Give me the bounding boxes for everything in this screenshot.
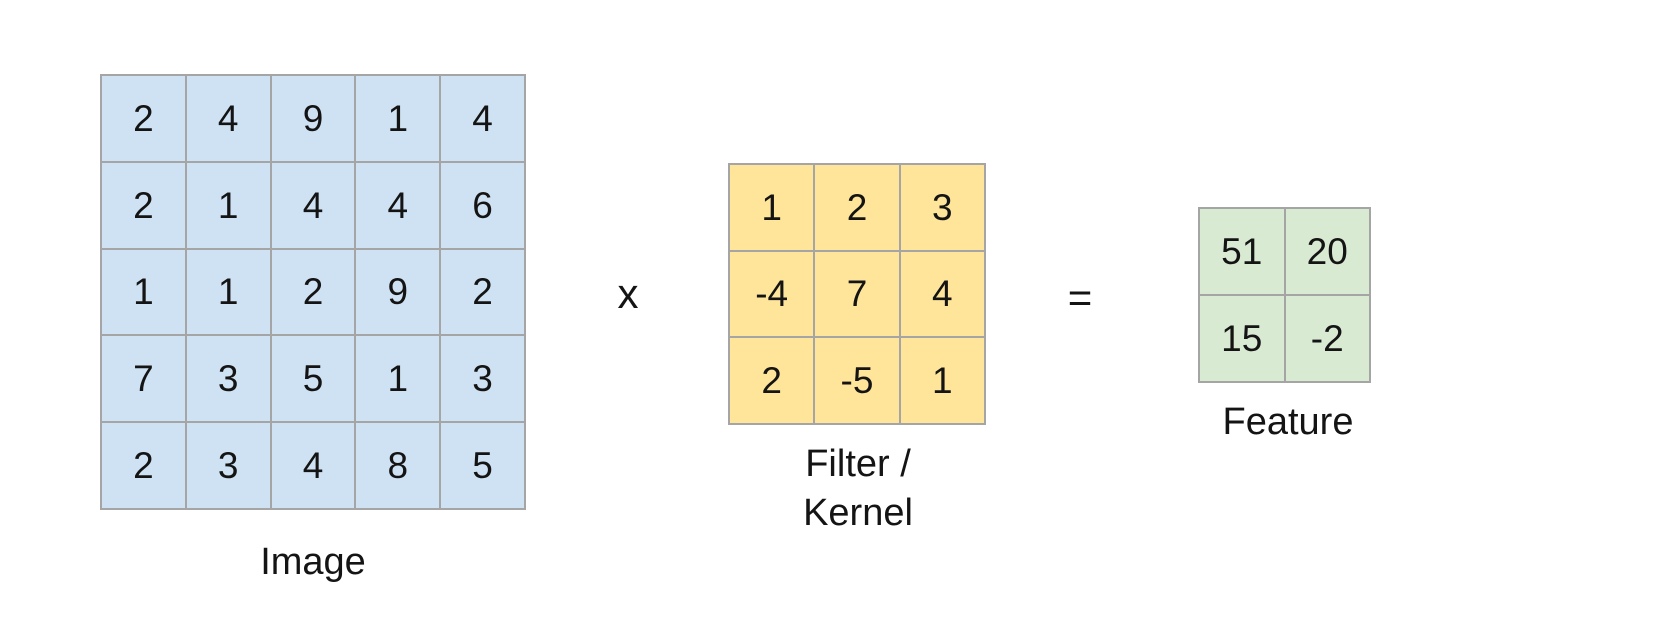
image-matrix-cell: 5 [441,423,524,508]
image-matrix-cell: 7 [102,336,185,422]
image-matrix-cell: 1 [186,249,270,335]
image-matrix-cell: 3 [186,423,270,508]
image-matrix-cell: 2 [102,162,185,248]
image-matrix-cell: 1 [356,76,440,161]
image-matrix-cell: 4 [441,76,524,161]
filter-kernel-matrix-cell: 3 [900,165,984,250]
image-matrix-cell: 2 [271,249,355,335]
image-matrix-cell: 3 [186,336,270,422]
image-matrix-cell: 1 [102,249,185,335]
feature-matrix-label: Feature [1222,401,1354,443]
feature-matrix-cell: 51 [1200,209,1284,294]
filter-kernel-matrix-cell: -4 [730,251,814,337]
image-matrix-cell: 5 [271,336,355,422]
filter-kernel-matrix-cell: 1 [900,338,984,423]
filter-kernel-matrix-label: Filter / Kernel [803,443,913,535]
equals-operator: = [1067,274,1093,321]
feature-matrix-cell: 15 [1200,296,1284,381]
filter-kernel-matrix-cell: 1 [730,165,814,250]
image-matrix-cell: 1 [356,336,440,422]
image-matrix-cell: 2 [441,249,524,335]
filter-kernel-matrix-cell: 2 [730,338,814,423]
multiply-operator: x [617,270,639,317]
image-matrix-cell: 2 [102,76,185,161]
filter-kernel-matrix-cell: 4 [900,251,984,337]
image-matrix-cell: 8 [356,423,440,508]
feature-matrix-cell: -2 [1285,296,1369,381]
image-matrix-cell: 2 [102,423,185,508]
image-matrix-cell: 9 [271,76,355,161]
filter-kernel-matrix-cell: 2 [815,165,899,250]
filter-kernel-matrix-cell: 7 [815,251,899,337]
image-matrix-cell: 1 [186,162,270,248]
image-matrix-cell: 9 [356,249,440,335]
image-matrix-label: Image [260,541,366,583]
image-matrix-cell: 4 [356,162,440,248]
image-matrix-cell: 4 [271,162,355,248]
image-matrix-cell: 3 [441,336,524,422]
filter-kernel-matrix-cell: -5 [815,338,899,423]
image-matrix-cell: 4 [186,76,270,161]
image-matrix-cell: 6 [441,162,524,248]
feature-matrix-cell: 20 [1285,209,1369,294]
image-matrix-cell: 4 [271,423,355,508]
